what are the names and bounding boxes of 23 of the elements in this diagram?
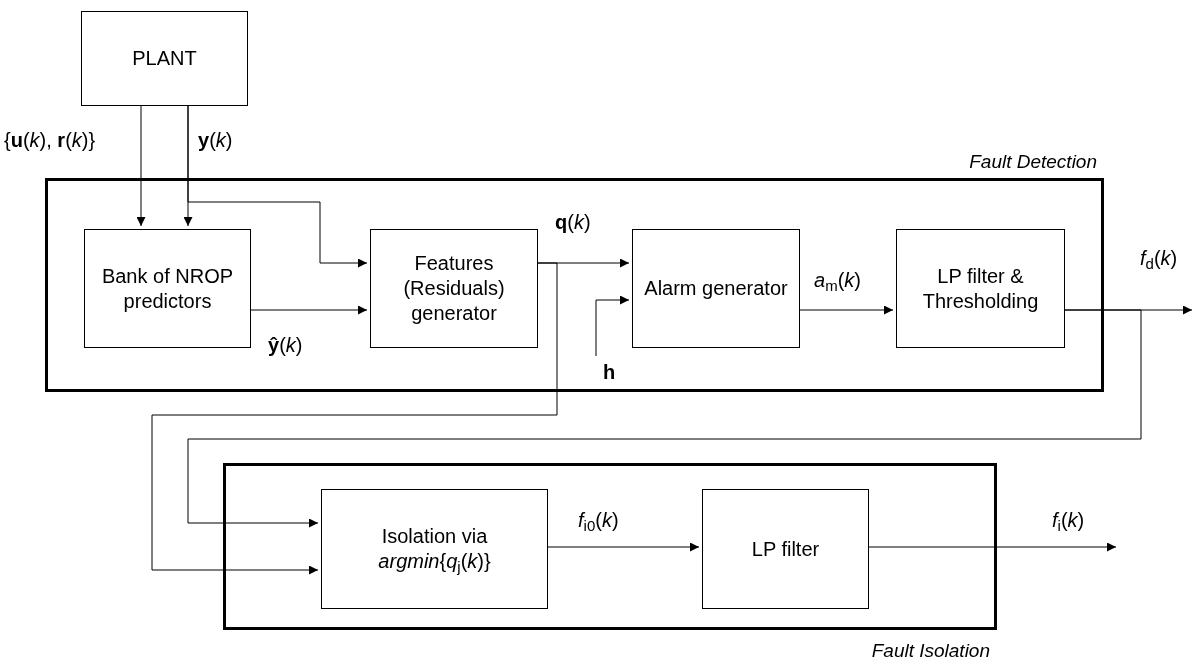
edge-label: f$_{i}$(k) (1052, 510, 1085, 530)
block-box: LP filter & Thresholding (896, 229, 1065, 348)
block-box: PLANT (81, 11, 248, 106)
block-box: Isolation via argmin{q$_{j}$(k)} (321, 489, 548, 609)
block-box: Bank of NROP predictors (84, 229, 251, 348)
signal-label: h (595, 359, 623, 385)
edge-label: q(k) (555, 212, 591, 232)
edge-label: {u(k), r(k)} (4, 130, 96, 150)
arrow (151, 262, 558, 575)
arrow (595, 295, 630, 357)
arrow (136, 105, 146, 227)
edge-label: y(k) (198, 130, 233, 150)
block-box: Alarm generator (632, 229, 800, 348)
edge-label: ŷ(k) (268, 335, 303, 355)
edge-label: f$_{i0}$(k) (578, 510, 619, 530)
group-title: Fault Detection (969, 152, 1097, 171)
block-box: Features (Residuals) generator (370, 229, 538, 348)
group-title: Fault Isolation (871, 641, 990, 660)
block-box: LP filter (702, 489, 869, 609)
edge-label: a$_{m}$(k) (814, 270, 861, 290)
edge-label: f$_{d}$(k) (1140, 248, 1178, 268)
arrow (187, 105, 368, 268)
arrow (187, 309, 1142, 528)
